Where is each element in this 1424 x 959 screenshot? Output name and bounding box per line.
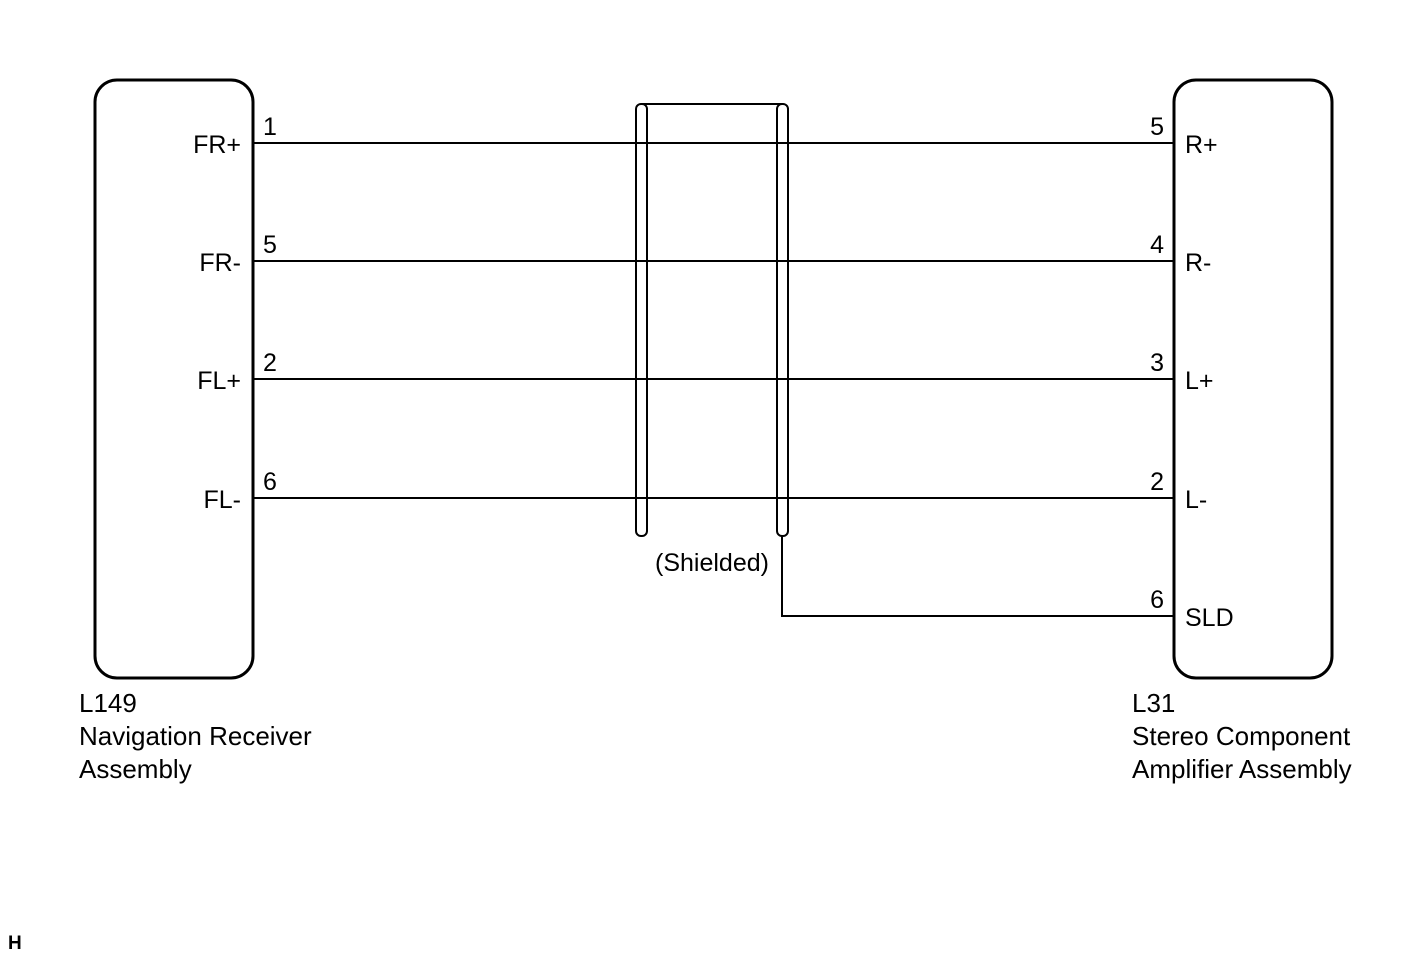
shield-left-post (635, 103, 648, 537)
left-pin-fl-plus: 2 (263, 349, 277, 377)
corner-mark: H (8, 933, 22, 954)
left-component-name-line2: Assembly (79, 754, 192, 784)
wires (253, 142, 1174, 617)
shield-symbol (635, 103, 789, 537)
right-component-name-line1: Stereo Component (1132, 721, 1351, 751)
right-pin-r-plus: 5 (1150, 113, 1164, 141)
right-signal-r-minus: R- (1185, 249, 1211, 277)
left-pin-fr-plus: 1 (263, 113, 277, 141)
right-signal-r-plus: R+ (1185, 131, 1218, 159)
right-pin-sld: 6 (1150, 586, 1164, 614)
right-signal-sld: SLD (1185, 604, 1234, 632)
right-signal-l-plus: L+ (1185, 367, 1214, 395)
shield-right-post (776, 103, 789, 537)
right-component-code: L31 (1132, 688, 1175, 718)
right-signal-l-minus: L- (1185, 486, 1207, 514)
left-component-name-line1: Navigation Receiver (79, 721, 312, 751)
right-pin-l-plus: 3 (1150, 349, 1164, 377)
right-pin-l-minus: 2 (1150, 468, 1164, 496)
left-pin-fr-minus: 5 (263, 231, 277, 259)
right-component-name-line2: Amplifier Assembly (1132, 754, 1352, 784)
left-signal-fr-minus: FR- (199, 249, 241, 277)
left-signal-fl-plus: FL+ (197, 367, 241, 395)
wire-shield-drain (781, 536, 1174, 617)
left-pin-fl-minus: 6 (263, 468, 277, 496)
left-component-code: L149 (79, 688, 137, 718)
left-signal-fr-plus: FR+ (193, 131, 241, 159)
right-pin-r-minus: 4 (1150, 231, 1164, 259)
left-signal-fl-minus: FL- (204, 486, 242, 514)
shield-label: (Shielded) (655, 549, 769, 577)
